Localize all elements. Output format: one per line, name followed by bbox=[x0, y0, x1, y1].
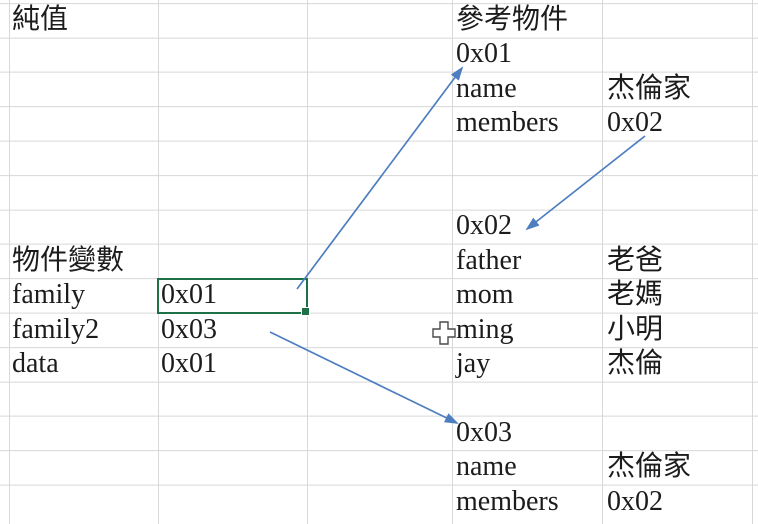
cell-object1-name-key[interactable]: name bbox=[456, 72, 517, 104]
cell-object-variables-label[interactable]: 物件變數 bbox=[12, 244, 125, 276]
cell-var-family-value[interactable]: 0x01 bbox=[161, 279, 217, 311]
cell-var-data-value[interactable]: 0x01 bbox=[161, 348, 217, 379]
cell-object3-members-value[interactable]: 0x02 bbox=[607, 485, 663, 517]
cell-var-family2-name[interactable]: family2 bbox=[12, 313, 100, 345]
gridline-vertical bbox=[9, 0, 10, 524]
gridline-vertical bbox=[752, 0, 753, 524]
cell-object3-name-value[interactable]: 杰倫家 bbox=[607, 451, 692, 483]
arrow-members-to-0x02 bbox=[525, 135, 646, 231]
arrow-family-to-0x01 bbox=[296, 66, 464, 290]
cell-object2-address[interactable]: 0x02 bbox=[456, 210, 512, 242]
cell-object1-name-value[interactable]: 杰倫家 bbox=[607, 72, 692, 104]
cell-reference-object-label[interactable]: 參考物件 bbox=[456, 4, 569, 35]
arrow-family2-to-0x03 bbox=[269, 331, 459, 424]
cell-object1-members-value[interactable]: 0x02 bbox=[607, 107, 663, 139]
cell-var-family2-value[interactable]: 0x03 bbox=[161, 313, 217, 345]
cell-object2-jay-key[interactable]: jay bbox=[456, 348, 491, 379]
cell-object2-ming-value[interactable]: 小明 bbox=[607, 313, 664, 345]
cell-object2-father-key[interactable]: father bbox=[456, 244, 522, 276]
cell-object2-ming-key[interactable]: ming bbox=[456, 313, 514, 345]
cell-object2-mom-value[interactable]: 老媽 bbox=[607, 279, 664, 311]
cell-object1-members-key[interactable]: members bbox=[456, 107, 559, 139]
cell-pure-value-label[interactable]: 純值 bbox=[12, 4, 69, 35]
cell-object2-father-value[interactable]: 老爸 bbox=[607, 244, 664, 276]
cell-var-data-name[interactable]: data bbox=[12, 348, 59, 379]
gridline-vertical bbox=[602, 0, 603, 524]
fill-handle[interactable] bbox=[301, 306, 310, 316]
cell-object3-members-key[interactable]: members bbox=[456, 485, 559, 517]
cell-object1-address[interactable]: 0x01 bbox=[456, 38, 512, 70]
cell-var-family-name[interactable]: family bbox=[12, 279, 86, 311]
cell-object2-jay-value[interactable]: 杰倫 bbox=[607, 348, 664, 379]
cell-object3-address[interactable]: 0x03 bbox=[456, 416, 512, 448]
cell-object3-name-key[interactable]: name bbox=[456, 451, 517, 483]
gridline-vertical bbox=[452, 0, 453, 524]
selected-cell-outline[interactable] bbox=[157, 277, 310, 316]
cell-object2-mom-key[interactable]: mom bbox=[456, 279, 514, 311]
gridline-vertical bbox=[307, 0, 308, 524]
gridline-vertical bbox=[158, 0, 159, 524]
